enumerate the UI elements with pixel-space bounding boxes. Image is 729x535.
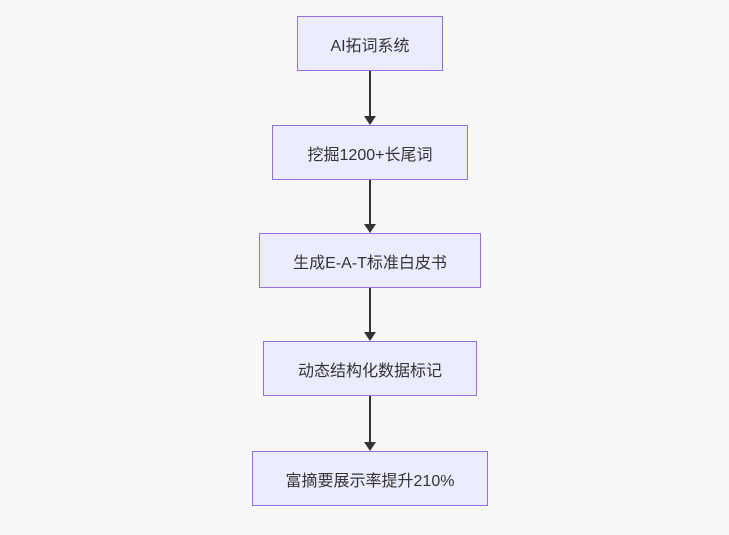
arrow-head-icon (364, 116, 376, 125)
node-label: AI拓词系统 (330, 37, 410, 55)
node-label: 动态结构化数据标记 (297, 362, 442, 380)
arrow-head-icon (364, 224, 376, 233)
arrow-head-icon (364, 442, 376, 451)
flowchart-node-rich-snippet-result: 富摘要展示率提升210% (252, 451, 488, 506)
node-label: 挖掘1200+长尾词 (307, 146, 433, 164)
node-label: 生成E-A-T标准白皮书 (293, 254, 447, 272)
arrow-connector (369, 71, 371, 116)
arrow-connector (369, 288, 371, 332)
arrow-connector (369, 396, 371, 442)
arrow-head-icon (364, 332, 376, 341)
flowchart-node-structured-data-markup: 动态结构化数据标记 (263, 341, 477, 396)
arrow-connector (369, 180, 371, 224)
flowchart-node-eat-whitepaper: 生成E-A-T标准白皮书 (259, 233, 481, 288)
flowchart-node-ai-keyword-system: AI拓词系统 (297, 16, 443, 71)
node-label: 富摘要展示率提升210% (285, 472, 455, 490)
flowchart-node-longtail-mining: 挖掘1200+长尾词 (272, 125, 468, 180)
